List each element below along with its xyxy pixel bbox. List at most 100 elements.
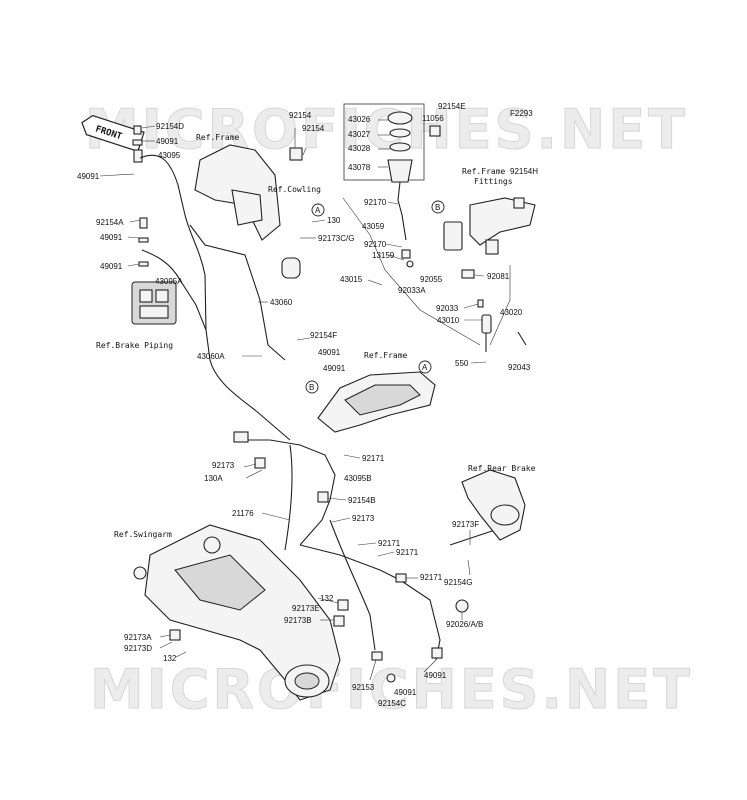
front-arrow: FRONT [81,114,145,153]
label-92055: 92055 [420,275,443,284]
banjo-bolt-top [133,125,142,135]
brake-hose-43095a [141,249,207,331]
label-92171-b: 92171 [378,539,401,548]
brake-hose-mid-1 [245,439,336,546]
frame-bracket-plate [231,189,263,226]
watermark-bottom: MICROFICHES.NET [90,658,693,721]
frame-section-inner [344,384,421,416]
label-92081: 92081 [487,272,510,281]
label-92173a: 92173A [124,633,152,642]
label-92154c: 92154C [378,699,406,708]
brake-hose-abs-rear [329,519,376,651]
label-43015: 43015 [340,275,363,284]
hose-clamp-rear [395,573,407,583]
brake-pipe-43060 [189,224,286,361]
reservoir-plate [389,128,411,138]
banjo-fitting-rear [431,647,443,659]
label-43010: 43010 [437,316,460,325]
reservoir-group-box [343,103,425,181]
spring-pin [477,299,484,308]
push-rod [481,314,492,334]
hose-clamp-upper [401,249,411,259]
label-92173cg: 92173C/G [318,234,354,243]
abs-valve-block-1 [139,289,153,303]
rear-brake-caliper [490,504,520,526]
label-92154a: 92154A [96,218,124,227]
label-92173f: 92173F [452,520,479,529]
diagram-code: F2293 [510,109,533,118]
label-92173b: 92173B [284,616,312,625]
label-49091-b: 49091 [77,172,100,181]
label-21176: 21176 [232,509,254,518]
label-49091-f: 49091 [323,364,346,373]
leader-lines [99,119,487,681]
label-92033: 92033 [436,304,459,313]
abs-valve-block-2 [155,289,169,303]
ref-frame-fittings-line1: Ref.Frame [462,167,506,176]
swingarm-axle-hole [294,672,320,690]
ref-frame-mid: Ref.Frame [364,351,408,360]
master-cylinder-piston [485,239,499,255]
hose-clamp-lower [406,260,414,268]
label-43095: 43095 [158,151,181,160]
clamp-92173e [337,599,349,611]
brake-hose-caliper [449,529,496,546]
ref-brake-piping: Ref.Brake Piping [96,341,173,350]
swingarm-mount [133,566,147,580]
washer-top [132,139,143,146]
label-49091-h: 49091 [424,671,447,680]
clamp-92173a [169,629,181,641]
label-92154h: 92154H [510,167,538,176]
ref-rear-brake: Ref.Rear Brake [468,464,536,473]
label-49091-a: 49091 [156,137,179,146]
hose-clamp-mid-1 [254,457,266,469]
washer-low [138,261,149,267]
marker-b-top [431,200,445,214]
rear-master-cylinder [429,125,536,352]
reservoir-tank [387,159,413,183]
label-43060: 43060 [270,298,293,307]
label-92173-b: 92173 [352,514,375,523]
abs-motor [139,305,169,319]
swingarm-pivot [203,536,221,554]
brake-hose-mid-2 [284,444,293,551]
label-92154b: 92154B [348,496,376,505]
swingarm-pivot-section [174,554,266,611]
fitting-bolt [513,197,525,209]
watermark-top: MICROFICHES.NET [85,98,688,161]
ref-frame-fittings-line2: Fittings [474,177,513,186]
label-43059: 43059 [362,222,385,231]
label-43078: 43078 [348,163,371,172]
label-11056: 11056 [422,114,444,123]
grommet [455,599,469,613]
label-92171-c: 92171 [396,548,419,557]
reservoir-diaphragm [389,142,411,152]
label-92154f: 92154F [310,331,337,340]
label-49091-e: 49091 [318,348,341,357]
label-49091-d: 49091 [100,262,123,271]
label-92154e: 92154E [438,102,466,111]
clamp-92153 [371,651,383,661]
label-43095b: 43095B [344,474,372,483]
label-92154-b: 92154 [302,124,325,133]
push-rod-boot [461,269,475,279]
label-92026ab: 92026/A/B [446,620,483,629]
label-92171-d: 92171 [420,573,443,582]
ref-cowling: Ref.Cowling [268,185,321,194]
master-cylinder-body [443,221,463,251]
marker-a-mid [418,360,432,374]
label-13159: 13159 [372,251,395,260]
label-92154g: 92154G [444,578,472,587]
abs-unit-assembly [131,125,177,325]
reservoir-assembly [343,103,425,268]
label-132-a: 132 [320,594,334,603]
label-92170-a: 92170 [364,198,387,207]
master-cylinder-bracket [469,197,536,246]
brake-pipe-43060a [205,329,291,441]
cotter-pin [517,331,527,346]
label-43026: 43026 [348,115,371,124]
label-92043: 92043 [508,363,531,372]
label-92154-a: 92154 [289,111,312,120]
label-550: 550 [455,359,469,368]
